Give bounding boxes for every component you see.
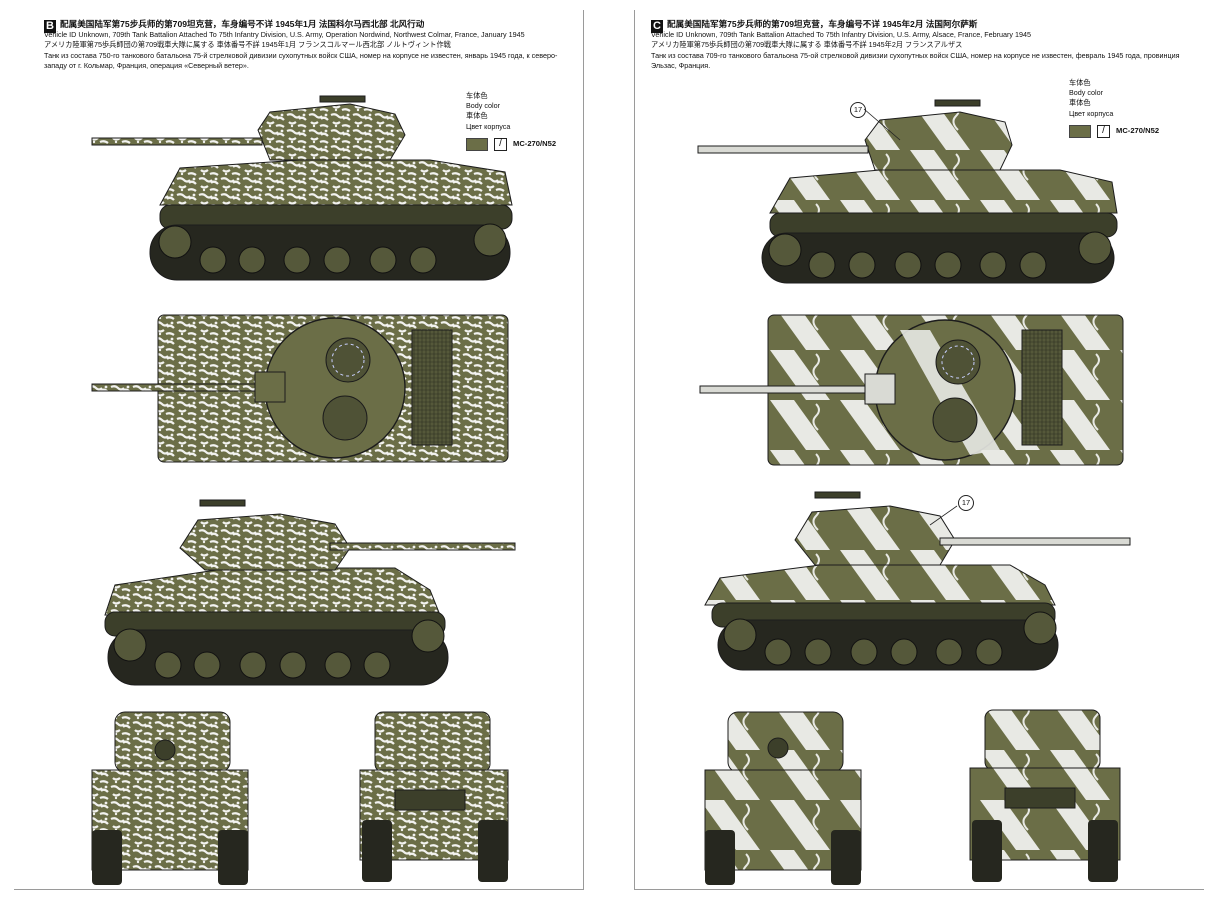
- caption-japanese: アメリカ陸軍第75歩兵師団の第709戦車大隊に属する 車体番号不詳 1945年2…: [651, 40, 963, 50]
- legend-cn: 车体色: [1069, 78, 1091, 87]
- tank-b-front: [91, 711, 249, 885]
- legend-ru: Цвет корпуса: [1069, 108, 1114, 118]
- caption-japanese: アメリカ陸軍第75歩兵師団の第709戦車大隊に属する 車体番号不詳 1945年1…: [44, 40, 451, 50]
- brush-icon: /: [494, 137, 507, 151]
- caption-english: Vehicle ID Unknown, 709th Tank Battalion…: [44, 30, 525, 39]
- caption-b: 配属美国陆军第75步兵师的第709坦克营，车身编号不详 1945年1月 法国科尔…: [44, 18, 573, 72]
- caption-russian: Танк из состава 750-го танкового батальо…: [44, 50, 558, 71]
- legend-ru: Цвет корпуса: [466, 121, 511, 131]
- legend-jp: 車体色: [1069, 98, 1091, 108]
- legend-en: Body color: [466, 101, 500, 111]
- legend-jp: 車体色: [466, 111, 488, 121]
- tank-c-top: [699, 314, 1124, 466]
- tank-c-rear: [969, 709, 1121, 882]
- brush-icon: /: [1097, 124, 1110, 138]
- tank-b-top: [91, 314, 509, 463]
- caption-english: Vehicle ID Unknown, 709th Tank Battalion…: [651, 30, 1031, 39]
- tank-b-side-right: [104, 499, 516, 686]
- caption-title-cn: 配属美国陆军第75步兵师的第709坦克营，车身编号不详 1945年1月 法国科尔…: [60, 19, 425, 29]
- body-color-swatch: [1069, 124, 1091, 138]
- body-color-swatch: [466, 137, 488, 151]
- color-legend-c: 车体色 Body color 車体色 Цвет корпуса / MC-270…: [1069, 78, 1159, 138]
- callout-17-side-right: 17: [958, 495, 974, 511]
- paint-code: MC-270/N52: [513, 139, 557, 149]
- legend-cn: 车体色: [466, 91, 488, 100]
- tank-b-side-left: [91, 95, 513, 281]
- tank-c-front: [704, 711, 862, 885]
- tank-c-side-left: [697, 99, 1118, 284]
- tank-c-side-right: [704, 491, 1131, 671]
- caption-russian: Танк из состава 709-го танкового батальо…: [651, 50, 1180, 71]
- color-legend-b: 车体色 Body color 車体色 Цвет корпуса / MC-270…: [466, 91, 556, 151]
- panel-marker-c: C: [651, 20, 663, 33]
- caption-c: 配属美国陆军第75步兵师的第709坦克营，车身编号不详 1945年2月 法国阿尔…: [651, 18, 1194, 72]
- legend-en: Body color: [1069, 88, 1103, 98]
- panel-marker-b: B: [44, 20, 56, 33]
- paint-code: MC-270/N52: [1116, 126, 1160, 136]
- tank-b-rear: [359, 711, 509, 882]
- caption-title-cn: 配属美国陆军第75步兵师的第709坦克营，车身编号不详 1945年2月 法国阿尔…: [667, 19, 978, 29]
